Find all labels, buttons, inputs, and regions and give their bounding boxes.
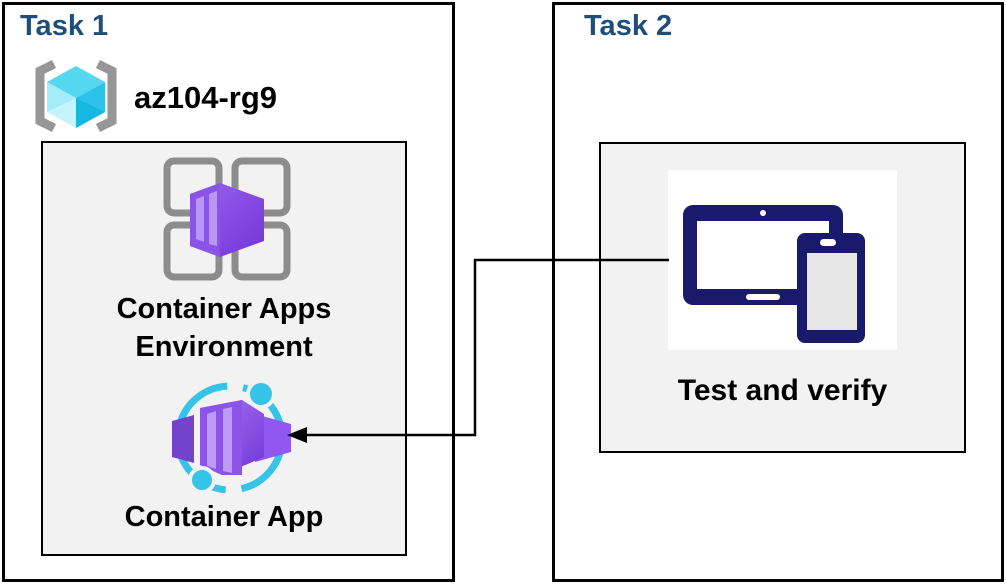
container-app-label: Container App	[124, 501, 324, 533]
right-bracket	[95, 59, 117, 133]
container-apps-environment-icon	[163, 157, 291, 281]
orbit-dot-bottom	[188, 466, 216, 494]
cube-glyph	[47, 66, 105, 128]
device-icon-chip	[668, 170, 897, 350]
container-apps-environment-label: Container Apps Environment	[116, 293, 332, 364]
test-and-verify-label: Test and verify	[677, 374, 888, 407]
orbit-dot-top	[246, 379, 276, 409]
resource-group-row: az104-rg9	[30, 58, 450, 136]
task1-title: Task 1	[20, 10, 109, 42]
container-app-icon	[172, 379, 291, 494]
tablet-phone-icon	[683, 205, 865, 343]
left-bracket	[35, 59, 57, 133]
task2-title: Task 2	[584, 10, 673, 42]
container-glyph	[172, 400, 291, 475]
container-glyph	[190, 183, 264, 257]
resource-group-name: az104-rg9	[134, 80, 278, 115]
resource-group-icon	[35, 59, 117, 133]
phone-glyph	[797, 233, 865, 343]
